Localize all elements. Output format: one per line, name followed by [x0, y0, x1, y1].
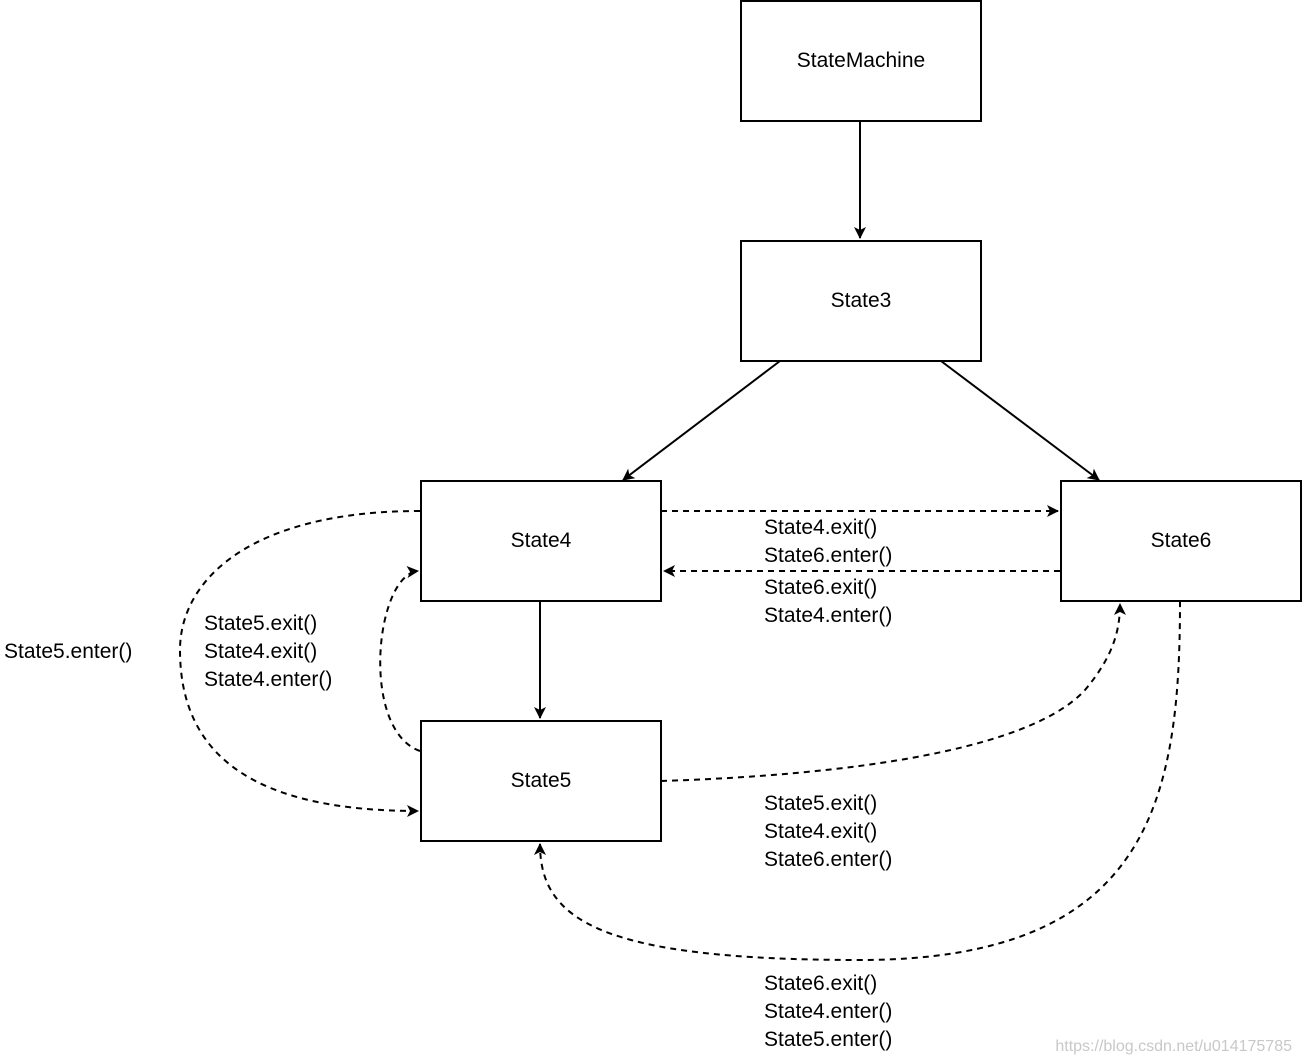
- label-state5-to-state6: State5.exit() State4.exit() State6.enter…: [764, 790, 892, 874]
- transition-state6-state5: [534, 600, 1181, 962]
- label-line: State4.exit(): [764, 516, 878, 539]
- label-line: State5.enter(): [4, 640, 133, 663]
- label-line: State5.enter(): [764, 1028, 893, 1051]
- label-line: State4.enter(): [764, 1000, 893, 1023]
- edge-state3-state4: [622, 360, 781, 481]
- label-state6-to-state4: State6.exit() State4.enter(): [764, 574, 892, 630]
- label-line: State4.enter(): [204, 668, 333, 691]
- node-state6: State6: [1060, 480, 1302, 602]
- label-line: State6.enter(): [764, 848, 893, 871]
- label-line: State6.exit(): [764, 972, 878, 995]
- watermark: https://blog.csdn.net/u014175785: [1055, 1038, 1292, 1055]
- label-line: State4.exit(): [764, 820, 878, 843]
- node-state-machine: StateMachine: [740, 0, 982, 122]
- label-line: State4.exit(): [204, 640, 318, 663]
- node-state5-label: State5: [510, 769, 572, 792]
- node-state4-label: State4: [510, 529, 572, 552]
- label-line: State5.exit(): [764, 792, 878, 815]
- node-state-machine-label: StateMachine: [796, 49, 926, 72]
- transition-state4-state5: [178, 510, 421, 817]
- label-state4-to-state5: State5.enter(): [4, 638, 132, 666]
- edge-state3-state6: [940, 360, 1100, 481]
- node-state5: State5: [420, 720, 662, 842]
- label-line: State5.exit(): [204, 612, 318, 635]
- node-state6-label: State6: [1150, 529, 1212, 552]
- transition-state5-state4: [379, 566, 421, 752]
- node-state4: State4: [420, 480, 662, 602]
- label-line: State6.enter(): [764, 544, 893, 567]
- node-state3: State3: [740, 240, 982, 362]
- transition-state5-state6: [660, 603, 1126, 782]
- label-line: State6.exit(): [764, 576, 878, 599]
- node-state3-label: State3: [830, 289, 892, 312]
- label-state6-to-state5: State6.exit() State4.enter() State5.ente…: [764, 970, 892, 1054]
- label-state5-to-state4: State5.exit() State4.exit() State4.enter…: [204, 610, 332, 694]
- label-line: State4.enter(): [764, 604, 893, 627]
- label-state4-to-state6: State4.exit() State6.enter(): [764, 514, 892, 570]
